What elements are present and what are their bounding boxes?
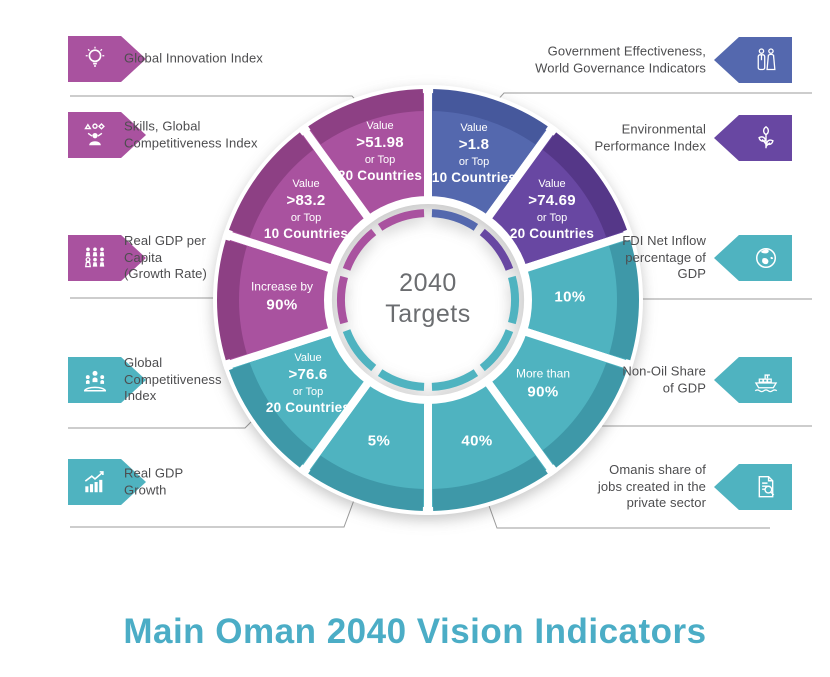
donut-segment-rim [542, 132, 628, 238]
segment-label-skills: Value >83.2 or Top 10 Countries [263, 178, 349, 242]
donut-segment-rim [308, 455, 424, 511]
segment-label-omanis-jobs: 40% [461, 432, 493, 450]
podium-people-icon [83, 370, 107, 392]
donut-inner-ring-arc [342, 228, 377, 271]
plant-icon [758, 125, 774, 149]
globe-icon [755, 247, 777, 269]
donut-inner-ring-arc [508, 275, 519, 325]
indicator-label-omanis-jobs: Omanis share of jobs created in the priv… [597, 462, 706, 511]
donut-segment-rim [542, 362, 628, 468]
donut-inner-ring-arc [431, 209, 479, 231]
indicator-label-skills: Skills, Global Competitiveness Index [124, 118, 258, 150]
donut-inner-ring-arc [337, 275, 348, 325]
indicator-label-non-oil-share: Non-Oil Share of GDP [622, 363, 706, 395]
indicator-label-fdi-net-inflow: FDI Net Inflow percentage of GDP [622, 233, 706, 282]
segment-label-global-competitiveness: Value >76.6 or Top 20 Countries [265, 352, 351, 416]
donut-segment-rim [432, 455, 548, 511]
segment-label-real-gdp-growth: 5% [367, 432, 391, 450]
segment-label-environmental-performance: Value >74.69 or Top 20 Countries [509, 178, 595, 242]
donut-inner-ring-arc [342, 329, 377, 372]
segment-label-global-innovation: Value >51.98 or Top 20 Countries [337, 120, 423, 184]
donut-inner-ring-arc [431, 369, 479, 391]
segment-label-real-gdp-per-capita: Increase by 90% [250, 279, 314, 314]
donut-segment-rim [228, 132, 314, 238]
segment-label-fdi-net-inflow: 10% [554, 288, 586, 306]
lightbulb-icon [85, 46, 105, 67]
indicator-label-real-gdp-per-capita: Real GDP per Capita (Growth Rate) [124, 233, 207, 282]
indicator-label-environmental-performance: Environmental Performance Index [594, 121, 706, 153]
indicator-label-government-effectiveness: Government Effectiveness, World Governan… [535, 43, 706, 75]
indicator-label-global-competitiveness: Global Competitiveness Index [124, 355, 222, 404]
donut-segment-rim [228, 362, 314, 468]
donut-segment-rim [308, 89, 424, 145]
ship-icon [754, 374, 778, 393]
indicator-label-real-gdp-growth: Real GDP Growth [124, 465, 184, 497]
donut-inner-ring-arc [479, 329, 514, 372]
indicator-label-global-innovation: Global Innovation Index [124, 50, 263, 66]
donut-segment-rim [432, 89, 548, 145]
omani-people-icon [757, 48, 776, 71]
document-search-icon [758, 475, 775, 498]
badge-environmental-performance [714, 115, 792, 161]
donut-segment-rim [609, 239, 640, 361]
segment-label-non-oil-share: More than 90% [515, 366, 571, 401]
donut-segment-rim [216, 239, 247, 361]
donut-inner-ring-arc [377, 209, 425, 231]
segment-label-government-effectiveness: Value >1.8 or Top 10 Countries [431, 122, 517, 186]
page-title: Main Oman 2040 Vision Indicators [123, 612, 707, 651]
population-icon [84, 247, 105, 268]
chart-center-title: 2040 Targets [385, 268, 471, 328]
donut-inner-ring-arc [377, 369, 425, 391]
growth-chart-icon [84, 471, 104, 493]
connector-line [70, 491, 358, 528]
donut-inner-ring-arc [479, 228, 514, 271]
skills-icon [84, 122, 105, 146]
